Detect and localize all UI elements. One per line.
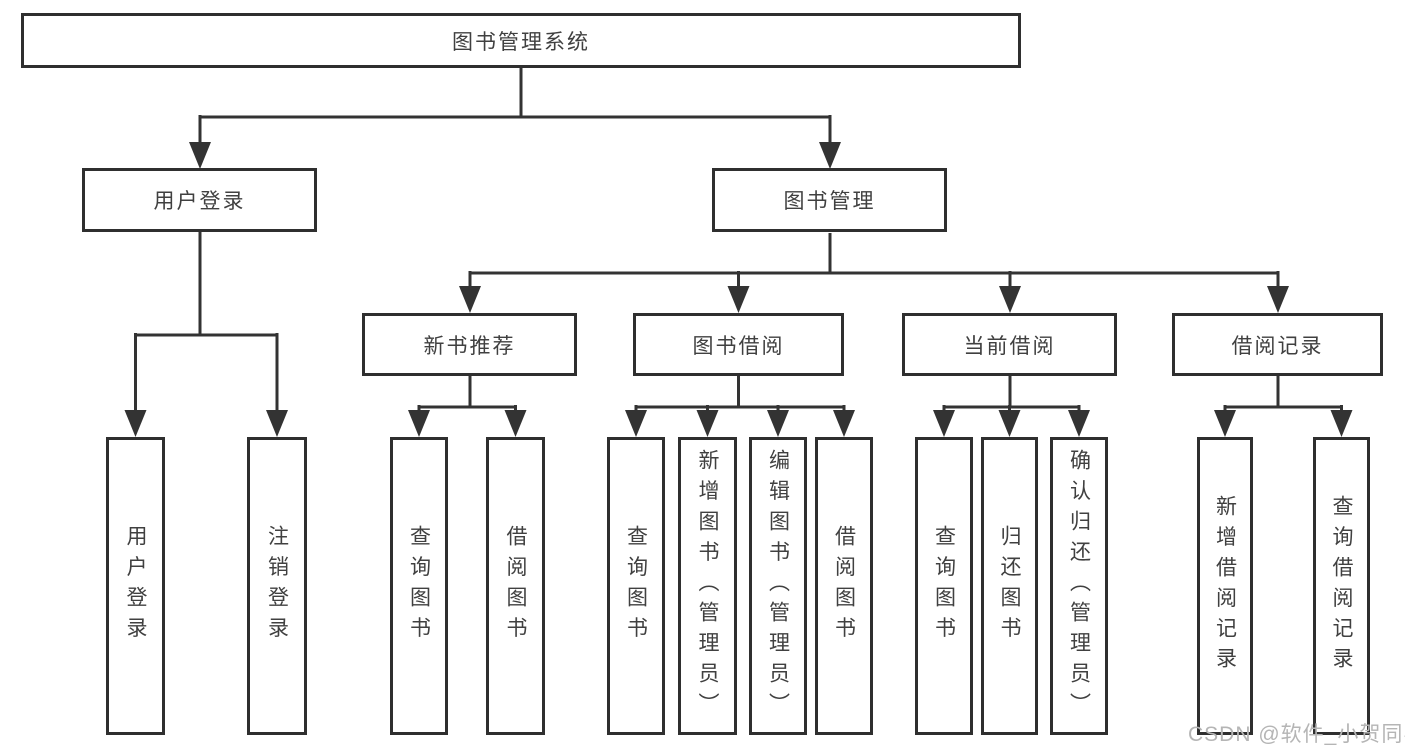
- leaf-add-books-admin: 新增图书（管理员）: [678, 437, 737, 735]
- leaf-return-books: 归还图书: [981, 437, 1038, 735]
- fork-borrow-records: [1223, 376, 1343, 412]
- node-new-book-recommendation: 新书推荐: [362, 313, 577, 376]
- node-current-borrowing: 当前借阅: [902, 313, 1117, 376]
- node-label: 注销登录: [265, 525, 289, 647]
- node-label: 新书推荐: [423, 334, 516, 358]
- leaf-borrow-books: 借阅图书: [815, 437, 873, 735]
- leaf-logout: 注销登录: [247, 437, 307, 735]
- node-label: 借阅图书: [832, 525, 856, 647]
- node-label: 图书借阅: [692, 334, 785, 358]
- fork-new-book: [417, 376, 517, 412]
- node-book-borrowing: 图书借阅: [633, 313, 844, 376]
- fork-book-management: [468, 233, 1280, 288]
- node-label: 查询图书: [407, 525, 431, 647]
- node-label: 当前借阅: [963, 334, 1056, 358]
- leaf-query-books-recommend: 查询图书: [390, 437, 448, 735]
- fork-book-management-arrows: [459, 286, 1289, 313]
- node-user-login-branch: 用户登录: [82, 168, 317, 232]
- node-borrowing-records: 借阅记录: [1172, 313, 1383, 376]
- leaf-query-borrow-record: 查询借阅记录: [1313, 437, 1370, 735]
- fork-borrow-records-arrows: [1214, 410, 1353, 437]
- node-label: 确认归还（管理员）: [1067, 448, 1091, 724]
- node-label: 查询借阅记录: [1330, 494, 1353, 678]
- leaf-confirm-return-admin: 确认归还（管理员）: [1050, 437, 1108, 735]
- fork-current-borrow-arrows: [933, 410, 1090, 437]
- node-label: 新增图书（管理员）: [696, 448, 719, 724]
- fork-new-book-arrows: [408, 410, 527, 437]
- fork-root-arrows: [189, 142, 841, 169]
- leaf-borrow-books-recommend: 借阅图书: [486, 437, 545, 735]
- leaf-query-books-current: 查询图书: [915, 437, 973, 735]
- node-label: 用户登录: [153, 190, 246, 213]
- fork-current-borrow: [942, 376, 1081, 412]
- fork-book-borrow: [634, 376, 846, 412]
- node-label: 借阅图书: [504, 525, 527, 647]
- node-label: 借阅记录: [1231, 334, 1324, 358]
- node-label: 图书管理系统: [452, 30, 590, 54]
- node-label: 查询图书: [932, 525, 956, 647]
- node-label: 归还图书: [998, 525, 1021, 647]
- node-label: 新增借阅记录: [1213, 494, 1237, 678]
- leaf-add-borrow-record: 新增借阅记录: [1197, 437, 1253, 735]
- watermark: CSDN @软件_小贺同学: [1188, 723, 1405, 746]
- leaf-edit-books-admin: 编辑图书（管理员）: [749, 437, 807, 735]
- node-label: 编辑图书（管理员）: [766, 448, 790, 724]
- node-label: 用户登录: [124, 525, 147, 647]
- fork-book-borrow-arrows: [625, 410, 855, 437]
- fork-root: [198, 68, 832, 144]
- node-library-management-system: 图书管理系统: [21, 13, 1021, 68]
- node-label: 图书管理: [783, 190, 876, 213]
- fork-user-login-arrows: [124, 410, 288, 437]
- leaf-user-login: 用户登录: [106, 437, 165, 735]
- fork-user-login: [134, 232, 279, 411]
- leaf-query-books-borrow: 查询图书: [607, 437, 665, 735]
- node-label: 查询图书: [624, 525, 648, 647]
- node-book-management: 图书管理: [712, 168, 947, 232]
